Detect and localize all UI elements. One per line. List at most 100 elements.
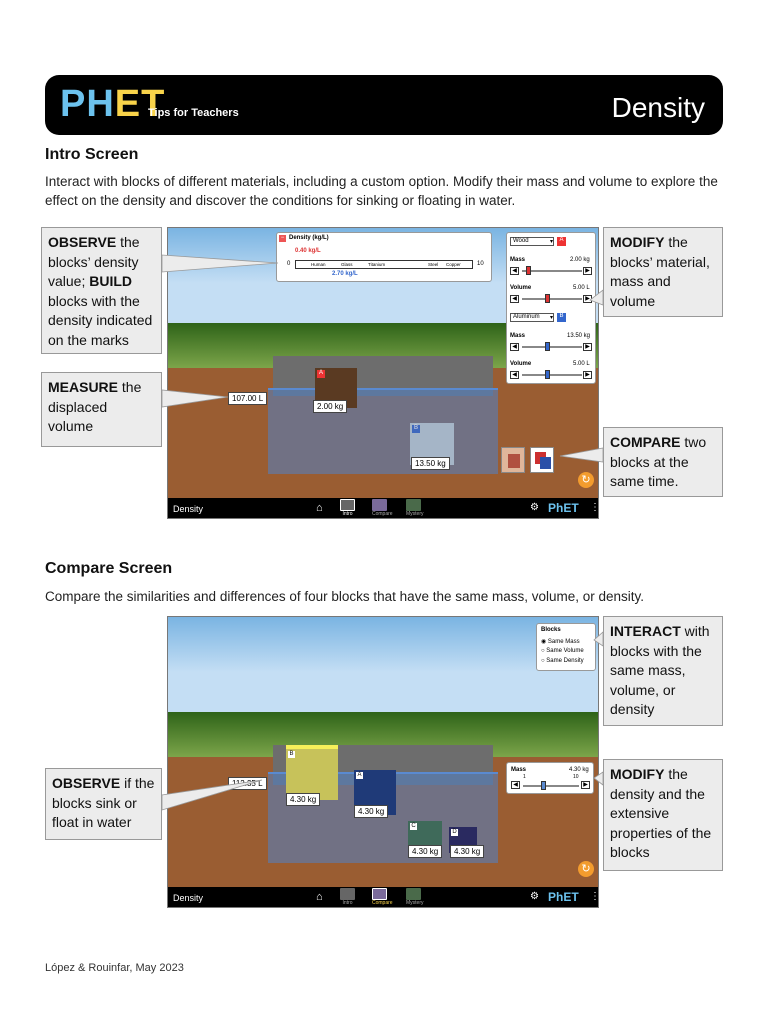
mass-b-increment[interactable]: ▶ <box>583 343 592 351</box>
observe-build-callout: OBSERVE the blocks’ density value; BUILD… <box>41 227 162 354</box>
material-a-select[interactable]: Wood▾ <box>510 237 554 246</box>
tab-mystery[interactable]: Mystery <box>406 888 424 906</box>
reset-icon[interactable]: ↻ <box>578 472 594 488</box>
gear-icon[interactable]: ⚙ <box>530 891 539 902</box>
block-b-badge: B <box>288 751 295 758</box>
water-volume-readout: 107.00 L <box>228 392 268 405</box>
sky <box>168 617 598 712</box>
logo-e: ET <box>114 83 166 125</box>
block-b-badge: B <box>412 425 420 433</box>
tab-intro[interactable]: Intro <box>340 499 355 517</box>
two-blocks-button[interactable] <box>530 447 554 473</box>
gear-icon[interactable]: ⚙ <box>530 502 539 513</box>
pointer-modify <box>589 289 604 306</box>
pointer-observe <box>161 254 279 273</box>
compare-tab-icon <box>372 499 387 511</box>
option-same-mass[interactable]: ◉ Same Mass <box>541 639 580 645</box>
tab-mystery[interactable]: Mystery <box>406 499 424 517</box>
one-block-icon <box>508 454 520 468</box>
block-d-badge: D <box>451 829 458 836</box>
mass-b-label: Mass <box>510 333 526 339</box>
tagline: Tips for Teachers <box>148 107 239 119</box>
option-same-density[interactable]: ○ Same Density <box>541 658 584 664</box>
density-b-value: 2.70 kg/L <box>332 271 358 277</box>
footer-credit: López & Rouinfar, May 2023 <box>45 962 184 974</box>
density-scale: Human Glass Titanium Steel Copper <box>295 260 473 269</box>
mass-a-decrement[interactable]: ◀ <box>510 267 519 275</box>
volume-b-slider[interactable] <box>522 374 582 376</box>
radio-selected-icon: ◉ <box>541 639 547 645</box>
intro-heading: Intro Screen <box>45 146 139 163</box>
compare-tab-icon <box>372 888 387 900</box>
density-title: Density (kg/L) <box>289 235 329 241</box>
block-b[interactable]: B <box>286 745 338 800</box>
mass-slider[interactable] <box>523 785 579 787</box>
block-a-badge: A <box>356 772 363 779</box>
volume-a-thumb[interactable] <box>545 294 550 303</box>
mark-titanium: Titanium <box>368 262 386 267</box>
mass-a-thumb[interactable] <box>526 266 531 275</box>
density-a-value: 0.40 kg/L <box>295 248 321 254</box>
compare-heading: Compare Screen <box>45 560 173 577</box>
modify-density-callout: MODIFY the density and the extensive pro… <box>603 759 723 871</box>
mass-a-label: Mass <box>510 257 526 263</box>
tab-compare[interactable]: Compare <box>372 888 393 906</box>
volume-a-value: 5.00 L <box>573 285 590 291</box>
mass-increment[interactable]: ▶ <box>581 781 590 789</box>
volume-b-label: Volume <box>510 361 532 367</box>
phet-logo: PHET <box>60 83 166 125</box>
block-a-mass: 2.00 kg <box>313 400 348 413</box>
volume-b-thumb[interactable] <box>545 370 550 379</box>
mass-b-decrement[interactable]: ◀ <box>510 343 519 351</box>
sim-title: Density <box>173 504 204 514</box>
block-b-mass: 13.50 kg <box>411 457 450 470</box>
option-same-volume[interactable]: ○ Same Volume <box>541 648 584 654</box>
pointer-modify-density <box>593 771 604 786</box>
pointer-interact <box>593 631 604 647</box>
home-icon[interactable]: ⌂ <box>316 502 323 514</box>
intro-tab-icon <box>340 499 355 511</box>
observe-callout: OBSERVE if the blocks sink or float in w… <box>45 768 162 840</box>
scale-max: 10 <box>477 261 484 267</box>
home-icon[interactable]: ⌂ <box>316 891 323 903</box>
mass-decrement[interactable]: ◀ <box>511 781 520 789</box>
volume-a-decrement[interactable]: ◀ <box>510 295 519 303</box>
page-title: Density <box>611 92 705 123</box>
volume-a-label: Volume <box>510 285 532 291</box>
badge-a: A <box>557 237 566 246</box>
reset-icon[interactable]: ↻ <box>578 861 594 877</box>
mass-a-slider[interactable] <box>522 270 582 272</box>
modify-callout: MODIFY the blocks’ material, mass and vo… <box>603 227 723 317</box>
mass-b-thumb[interactable] <box>545 342 550 351</box>
menu-icon[interactable]: ⋮ <box>590 502 599 513</box>
blocks-panel: Blocks ◉ Same Mass ○ Same Volume ○ Same … <box>536 623 596 671</box>
mass-value: 4.30 kg <box>569 767 589 773</box>
badge-b: B <box>557 313 566 322</box>
one-block-button[interactable] <box>501 447 525 473</box>
volume-a-slider[interactable] <box>522 298 582 300</box>
menu-icon[interactable]: ⋮ <box>590 891 599 902</box>
tab-compare[interactable]: Compare <box>372 499 393 517</box>
mass-a-increment[interactable]: ▶ <box>583 267 592 275</box>
block-a-badge: A <box>317 370 325 378</box>
mass-min: 1 <box>523 774 526 780</box>
mass-b-value: 13.50 kg <box>567 333 591 339</box>
pointer-observe-sink <box>161 779 263 811</box>
collapse-icon[interactable]: − <box>279 235 286 242</box>
volume-b-increment[interactable]: ▶ <box>583 371 592 379</box>
mark-human: Human <box>311 262 326 267</box>
volume-b-decrement[interactable]: ◀ <box>510 371 519 379</box>
water <box>268 388 498 474</box>
interact-callout: INTERACT with blocks with the same mass,… <box>603 616 723 726</box>
mark-copper: Copper <box>446 262 461 267</box>
block-controls-panel: Wood▾ A Mass 2.00 kg ◀ ▶ Volume 5.00 L ◀… <box>506 232 596 384</box>
mark-steel: Steel <box>428 262 439 267</box>
compare-description: Compare the similarities and differences… <box>45 589 645 604</box>
mass-b-slider[interactable] <box>522 346 582 348</box>
material-b-select[interactable]: Aluminum▾ <box>510 313 554 322</box>
mark-glass: Glass <box>341 262 353 267</box>
tab-intro[interactable]: Intro <box>340 888 355 906</box>
mass-thumb[interactable] <box>541 781 546 790</box>
pointer-measure <box>161 389 229 408</box>
